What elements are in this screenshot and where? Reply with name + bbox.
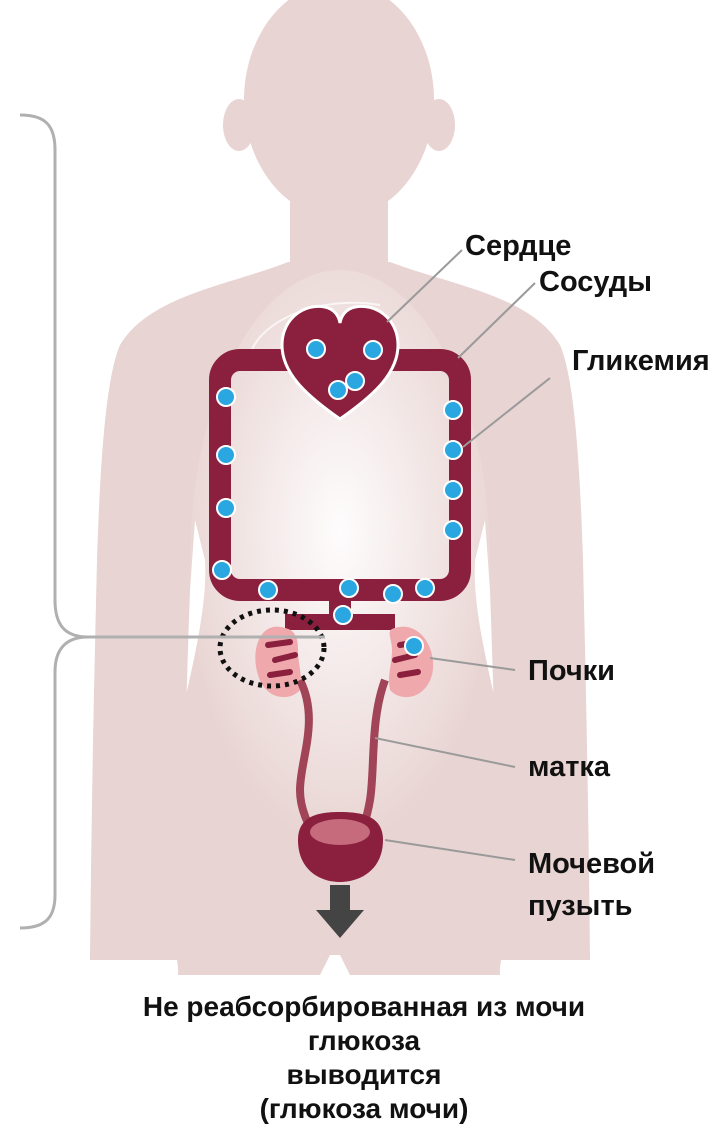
glucose-dot	[444, 521, 462, 539]
glucose-dot	[444, 401, 462, 419]
caption-line-4: (глюкоза мочи)	[0, 1092, 728, 1126]
glucose-dot	[334, 606, 352, 624]
label-bladder-line2: пузыть	[528, 890, 632, 922]
glucose-dot	[346, 372, 364, 390]
glucose-dot	[259, 581, 277, 599]
glucose-dot	[307, 340, 325, 358]
caption-line-3: выводится	[0, 1058, 728, 1092]
glucose-dot	[217, 446, 235, 464]
caption-line-2: глюкоза	[0, 1024, 728, 1058]
caption-line-1: Не реабсорбированная из мочи	[0, 990, 728, 1024]
bladder-inner	[310, 819, 370, 845]
glucose-dot	[217, 388, 235, 406]
label-vessels: Сосуды	[539, 266, 652, 298]
glucose-dot	[405, 637, 423, 655]
label-kidneys: Почки	[528, 655, 615, 687]
glucose-dot	[329, 381, 347, 399]
label-heart: Сердце	[465, 230, 571, 262]
label-bladder-line1: Мочевой	[528, 848, 655, 880]
bottom-caption: Не реабсорбированная из мочи глюкоза выв…	[0, 990, 728, 1126]
glucose-dot	[213, 561, 231, 579]
label-glycemia: Гликемия	[572, 345, 710, 377]
glucose-dot	[340, 579, 358, 597]
glucose-dot	[444, 441, 462, 459]
glucose-dot	[384, 585, 402, 603]
glucose-dot	[364, 341, 382, 359]
glucose-dot	[444, 481, 462, 499]
glucose-dot	[217, 499, 235, 517]
glucose-dot	[416, 579, 434, 597]
label-uterus: матка	[528, 751, 610, 783]
